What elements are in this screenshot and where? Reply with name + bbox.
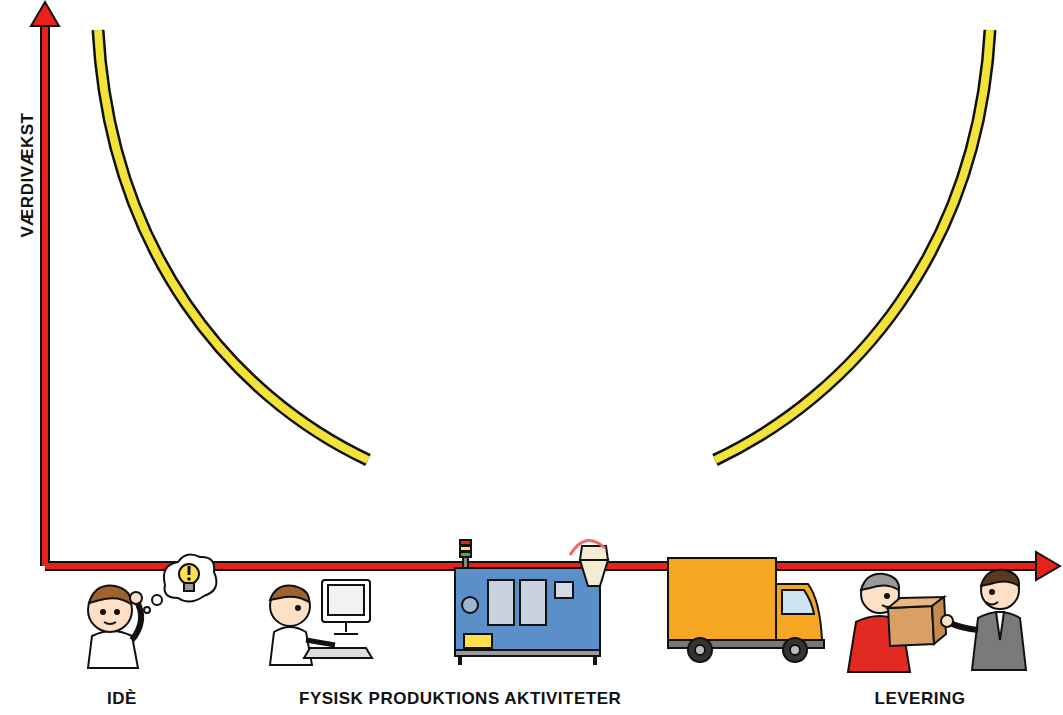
designer-at-computer: [270, 580, 372, 665]
designer-at-computer-part: [270, 586, 310, 626]
designer-at-computer-part: [296, 606, 300, 610]
delivery-truck-part: [688, 638, 712, 662]
production-machine-part: [520, 580, 546, 625]
designer-at-computer-part: [304, 648, 372, 658]
thought-bubble-part: [184, 583, 194, 591]
idea-person-part: [132, 600, 141, 640]
production-machine-part: [464, 634, 492, 648]
delivery-people-part: [972, 612, 1026, 670]
stage-label: FYSISK PRODUKTIONS AKTIVITETER: [299, 689, 621, 709]
value-curve-part: [715, 30, 990, 460]
production-machine-part: [462, 597, 478, 613]
delivery-truck-part: [783, 638, 807, 662]
designer-at-computer-part: [270, 627, 312, 665]
value-curve-part: [715, 30, 990, 460]
designer-at-computer-part: [322, 580, 370, 622]
thought-bubble-part: [164, 554, 217, 601]
delivery-people: [848, 570, 1026, 672]
delivery-people-part: [861, 574, 899, 590]
production-machine-part: [460, 552, 471, 557]
delivery-people-part: [888, 606, 934, 646]
delivery-people-part: [990, 590, 994, 594]
idea-person-part: [89, 586, 131, 604]
production-machine-part: [455, 650, 600, 656]
production-machine-part: [455, 568, 600, 650]
axis-arrows: [31, 2, 1060, 580]
idea-person-part: [130, 592, 142, 604]
axis-arrows-part: [1036, 552, 1060, 580]
delivery-truck-part: [790, 645, 800, 655]
idea-person-part: [104, 622, 116, 624]
thought-bubble-part: [179, 564, 199, 584]
idea-person: [88, 586, 142, 668]
thought-bubble-part: [152, 595, 162, 605]
thought-bubble: [144, 554, 216, 613]
value-curve: [98, 30, 990, 460]
stage-label: LEVERING: [875, 689, 966, 709]
designer-at-computer-part: [334, 622, 358, 634]
value-curve-part: [98, 30, 368, 460]
designer-at-computer-part: [328, 585, 364, 615]
delivery-truck: [668, 558, 824, 662]
production-machine-part: [580, 560, 608, 586]
production-machine-part: [460, 540, 471, 545]
axis-arrows-part: [31, 2, 59, 26]
idea-person-part: [88, 631, 138, 668]
axis-arrows-part: [45, 22, 1040, 566]
designer-at-computer-part: [306, 640, 335, 645]
delivery-truck-part: [782, 590, 814, 614]
axis-arrows-part: [45, 22, 1040, 566]
production-machine-part: [460, 546, 471, 551]
delivery-people-part: [996, 612, 1004, 640]
axis-title: VÆRDIVÆKST: [18, 113, 38, 238]
designer-at-computer-part: [270, 586, 309, 602]
delivery-truck-part: [668, 558, 776, 640]
production-machine: [455, 540, 608, 665]
delivery-people-part: [981, 570, 1019, 586]
value-curve-part: [98, 30, 368, 460]
delivery-people-part: [941, 615, 953, 627]
delivery-people-part: [885, 594, 889, 598]
production-machine-part: [570, 540, 605, 555]
production-machine-part: [488, 580, 514, 625]
delivery-truck-part: [695, 645, 705, 655]
stage-label: IDÈ: [107, 689, 137, 709]
thought-bubble-part: [188, 566, 191, 575]
thought-bubble-part: [187, 577, 191, 581]
thought-bubble-part: [144, 607, 150, 613]
production-machine-part: [555, 582, 573, 598]
idea-person-part: [115, 610, 119, 614]
delivery-people-part: [986, 602, 998, 605]
idea-person-part: [101, 610, 105, 614]
delivery-truck-part: [776, 584, 822, 640]
